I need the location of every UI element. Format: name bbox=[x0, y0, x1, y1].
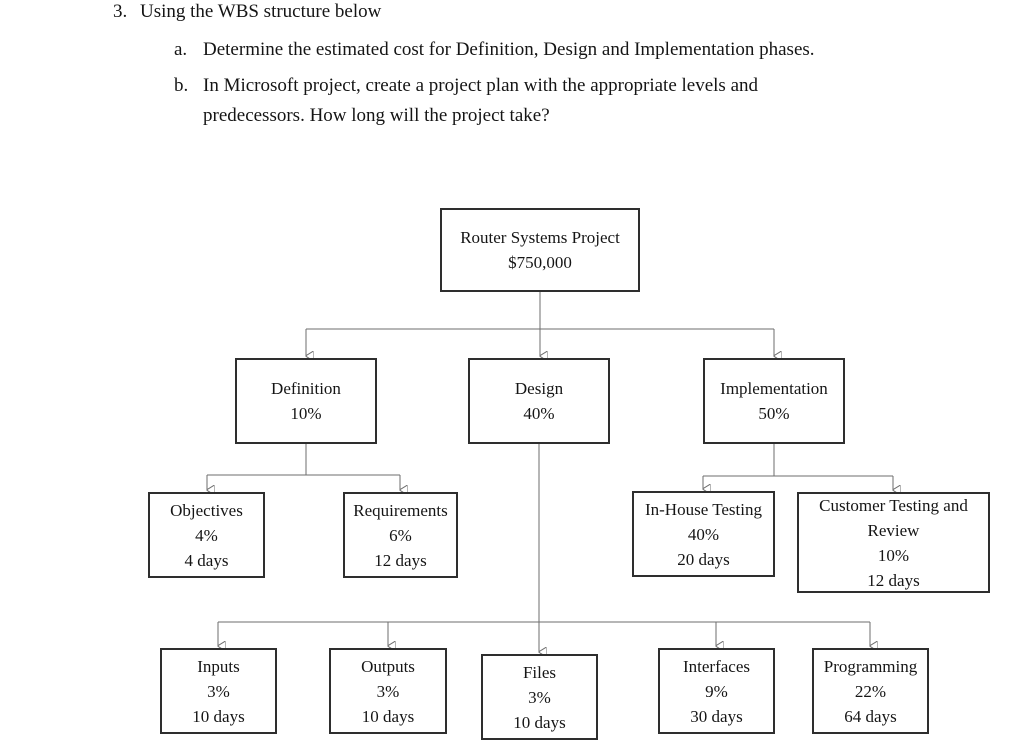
wbs-node-in-house-testing: In-House Testing 40% 20 days bbox=[632, 491, 775, 577]
node-label: Implementation bbox=[720, 379, 828, 398]
wbs-node-programming: Programming 22% 64 days bbox=[812, 648, 929, 734]
node-label: Requirements bbox=[353, 500, 448, 520]
node-label: Router Systems Project bbox=[460, 228, 620, 247]
node-percent: 4% bbox=[195, 525, 218, 545]
connector-design-to-children bbox=[217, 444, 870, 652]
node-label: In-House Testing bbox=[644, 499, 762, 519]
node-duration: 10 days bbox=[361, 706, 415, 726]
wbs-node-requirements: Requirements 6% 12 days bbox=[343, 492, 458, 578]
node-label: Design bbox=[514, 379, 564, 398]
node-duration: 20 days bbox=[677, 549, 730, 569]
node-percent: 10% bbox=[877, 545, 910, 565]
wbs-node-interfaces: Interfaces 9% 30 days bbox=[658, 648, 775, 734]
wbs-node-files: Files 3% 10 days bbox=[481, 654, 598, 740]
node-label: Customer Testing and Review bbox=[819, 495, 968, 540]
node-duration: 10 days bbox=[513, 712, 566, 732]
node-percent: 9% bbox=[705, 681, 728, 701]
connector-definition-to-children bbox=[206, 444, 400, 490]
node-duration: 64 days bbox=[844, 706, 897, 726]
sub-item-a-marker: a. bbox=[174, 39, 188, 60]
question-title: Using the WBS structure below bbox=[140, 1, 382, 22]
node-label: Objectives bbox=[170, 500, 243, 520]
wbs-node-customer-testing-and-review: Customer Testing and Review 10% 12 days bbox=[797, 492, 990, 593]
question-number: 3. bbox=[113, 1, 128, 22]
node-percent: 10% bbox=[290, 404, 322, 423]
node-duration: 10 days bbox=[192, 706, 245, 726]
question-sub-item-b: b. In Microsoft project, create a projec… bbox=[174, 71, 851, 131]
wbs-node-definition: Definition 10% bbox=[235, 358, 377, 444]
node-label: Interfaces bbox=[682, 656, 750, 676]
wbs-node-implementation: Implementation 50% bbox=[703, 358, 845, 444]
node-label: Programming bbox=[823, 656, 918, 676]
node-percent: 40% bbox=[687, 524, 720, 544]
node-percent: 3% bbox=[207, 681, 230, 701]
question-sub-item-a: a. Determine the estimated cost for Defi… bbox=[174, 35, 851, 65]
node-label: Inputs bbox=[197, 656, 240, 676]
wbs-node-design: Design 40% bbox=[468, 358, 610, 444]
node-duration: 12 days bbox=[374, 550, 427, 570]
node-duration: 4 days bbox=[184, 550, 229, 570]
sub-item-b-text: In Microsoft project, create a project p… bbox=[203, 75, 758, 126]
node-budget: $750,000 bbox=[508, 253, 572, 272]
wbs-node-inputs: Inputs 3% 10 days bbox=[160, 648, 277, 734]
node-label: Outputs bbox=[361, 656, 415, 676]
node-percent: 22% bbox=[854, 681, 887, 701]
node-percent: 3% bbox=[528, 687, 551, 707]
wbs-node-outputs: Outputs 3% 10 days bbox=[329, 648, 447, 734]
node-duration: 12 days bbox=[867, 570, 920, 590]
connector-root-to-phases bbox=[305, 292, 774, 356]
sub-item-b-marker: b. bbox=[174, 75, 189, 96]
node-label: Definition bbox=[271, 379, 341, 398]
node-percent: 3% bbox=[376, 681, 400, 701]
node-percent: 40% bbox=[523, 404, 555, 423]
connector-implementation-to-children bbox=[702, 444, 893, 490]
wbs-node-root: Router Systems Project $750,000 bbox=[440, 208, 640, 292]
node-duration: 30 days bbox=[690, 706, 743, 726]
wbs-node-objectives: Objectives 4% 4 days bbox=[148, 492, 265, 578]
sub-item-a-text: Determine the estimated cost for Definit… bbox=[203, 39, 815, 60]
node-percent: 50% bbox=[758, 404, 790, 423]
node-label: Files bbox=[522, 662, 557, 682]
node-percent: 6% bbox=[389, 525, 412, 545]
